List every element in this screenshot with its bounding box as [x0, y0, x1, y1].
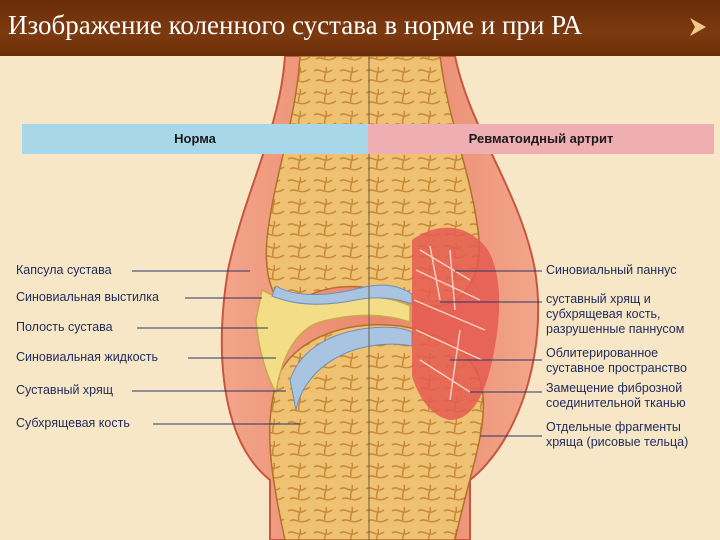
label-joint-cavity: Полость сустава	[16, 320, 113, 334]
leader-lines	[132, 270, 542, 437]
label-rice-bodies-line1: Отдельные фрагменты	[546, 420, 681, 434]
label-joint-capsule: Капсула сустава	[16, 263, 112, 277]
slide-title: Изображение коленного сустава в норме и …	[8, 10, 583, 40]
synovial-pannus	[412, 227, 500, 420]
label-destroyed-cartilage-line2: субхрящевая кость,	[546, 307, 661, 321]
label-destroyed-cartilage-line3: разрушенные паннусом	[546, 322, 685, 336]
label-subchondral-bone: Субхрящевая кость	[16, 416, 130, 430]
header-rheumatoid-arthritis: Ревматоидный артрит	[368, 124, 714, 154]
label-obliterated-space-line2: суставное пространство	[546, 361, 687, 375]
label-articular-cartilage: Суставный хрящ	[16, 383, 114, 397]
label-synovial-fluid: Синовиальная жидкость	[16, 350, 159, 364]
arrowhead-icon	[690, 18, 706, 36]
label-fibrous-replacement-line2: соединительной тканью	[546, 396, 686, 410]
label-rice-bodies-line2: хряща (рисовые тельца)	[546, 435, 689, 449]
pannus-fibers	[413, 245, 486, 401]
label-synovial-pannus: Синовиальный паннус	[546, 263, 677, 277]
label-destroyed-cartilage-line1: суставный хрящ и	[546, 292, 651, 306]
label-fibrous-replacement-line1: Замещение фиброзной	[546, 381, 683, 395]
label-obliterated-space-line1: Облитерированное	[546, 346, 659, 360]
title-bar: Изображение коленного сустава в норме и …	[0, 0, 720, 56]
label-synovial-lining: Синовиальная выстилка	[16, 290, 159, 304]
header-normal: Норма	[22, 124, 368, 154]
